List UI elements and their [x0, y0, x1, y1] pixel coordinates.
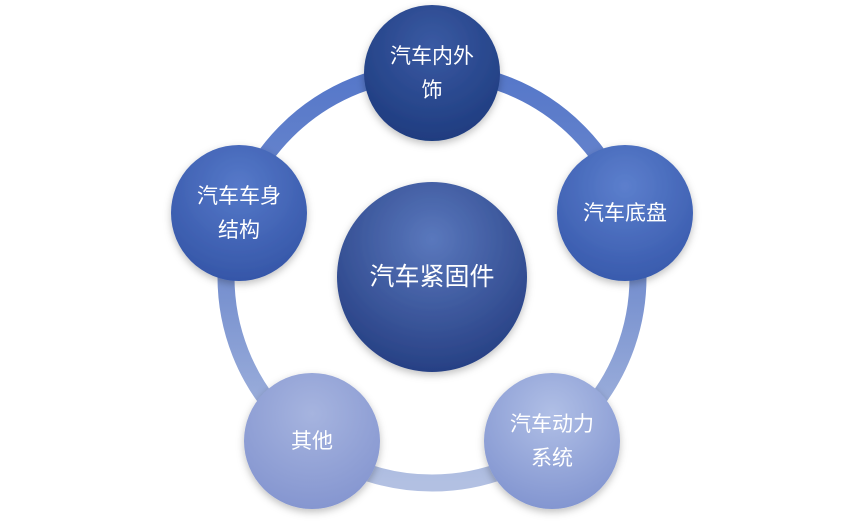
node-circle-interior-exterior: [364, 5, 500, 141]
node-circle-chassis: [557, 145, 693, 281]
node-circle-other: [244, 373, 380, 509]
center-circle: [337, 182, 527, 372]
node-circle-powertrain: [484, 373, 620, 509]
node-circle-body-structure: [171, 145, 307, 281]
